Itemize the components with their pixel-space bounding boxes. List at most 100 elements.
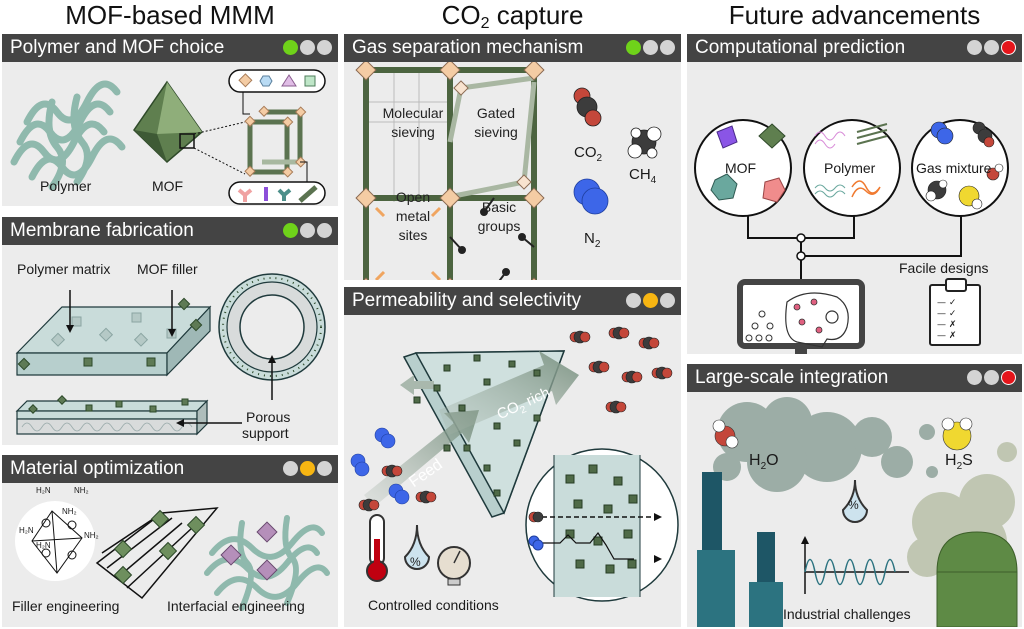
- metal-node-icons: [244, 105, 307, 178]
- status-dot-red: [1001, 40, 1016, 55]
- open-metal-site-arrows: [374, 206, 442, 280]
- n2-label: N2: [584, 230, 601, 250]
- co2-rich-arrow: [439, 351, 579, 435]
- column-title-mof-mmm: MOF-based MMM: [65, 0, 275, 30]
- h2o-label: H2O: [749, 452, 779, 473]
- mechanism-line: sieving: [391, 124, 435, 140]
- column-title-future: Future advancements: [728, 0, 981, 30]
- mechanism-line: Molecular: [382, 105, 444, 121]
- n2-molecule-icon: [573, 178, 609, 215]
- panel-header: Material optimization: [2, 455, 338, 483]
- status-dot-inactive: [660, 40, 675, 55]
- factory-chimneys-icon: [697, 472, 783, 627]
- mof-octahedron-icon: [133, 80, 246, 175]
- node-options-box: [228, 69, 326, 93]
- thermometer-icon: [366, 514, 388, 582]
- status-dot-inactive: [317, 461, 332, 476]
- mof-dodecahedron-icon: [762, 177, 786, 203]
- panel-title: Material optimization: [10, 458, 185, 479]
- pressure-gauge-icon: [437, 546, 471, 586]
- panel-header: Large-scale integration: [687, 364, 1022, 392]
- humidity-percent: %: [410, 555, 421, 569]
- polymer-label: Polymer: [40, 178, 92, 194]
- mof-hexagonal-icon: [710, 173, 738, 201]
- n2-path-arrow: [542, 531, 634, 560]
- panel-title: Permeability and selectivity: [352, 290, 582, 311]
- mof-cube-icon: [716, 125, 738, 149]
- composite-membrane-icon: [15, 399, 209, 436]
- panel-computational-prediction: Computational prediction: [687, 34, 1022, 380]
- status-dot-inactive: [317, 40, 332, 55]
- panel-title: Computational prediction: [695, 37, 906, 58]
- facile-designs-label: Facile designs: [899, 260, 989, 276]
- panel-header: Computational prediction: [687, 34, 1022, 62]
- molecular-sieving-label: Molecular sieving: [374, 104, 452, 142]
- co2-title-rest: capture: [489, 0, 584, 30]
- panel-title: Polymer and MOF choice: [10, 37, 225, 58]
- polymer-orange-icon: [851, 180, 881, 198]
- decision-tree-icon: [745, 310, 774, 342]
- mechanism-line: Basic: [481, 199, 517, 215]
- industrial-challenges-label: Industrial challenges: [783, 606, 911, 622]
- ch4-label: CH4: [629, 166, 657, 186]
- large-scale-illustration: [697, 397, 1018, 627]
- ch4-molecule-icon: [627, 126, 662, 159]
- mof-filler-label: MOF filler: [137, 261, 198, 277]
- polymer-mof-illustration: [10, 69, 326, 205]
- status-dot-inactive: [300, 40, 315, 55]
- square-node-icon: [304, 75, 316, 87]
- computational-prediction-illustration: [694, 119, 1009, 354]
- gated-linkers: [447, 75, 537, 199]
- mechanism-line: Gated: [476, 105, 516, 121]
- smoke-cloud-left: [713, 397, 938, 492]
- panel-header: Permeability and selectivity: [344, 287, 681, 315]
- chem-label: NH₂: [84, 531, 99, 540]
- status-dots: [967, 40, 1016, 55]
- co2-molecules: [358, 326, 673, 512]
- basic-groups-label: Basic groups: [462, 198, 536, 236]
- panel-title: Large-scale integration: [695, 367, 889, 388]
- status-dots: [283, 40, 332, 55]
- column-title-co2-capture: CO2 capture: [340, 0, 685, 32]
- status-dot-inactive: [283, 461, 298, 476]
- h2s-molecule-icon: [941, 417, 973, 451]
- panel-membrane-fabrication: Membrane fabrication: [2, 217, 338, 445]
- chem-label: NH₂: [74, 486, 89, 495]
- gas-molecule-icons: [925, 121, 1004, 210]
- permeability-illustration: [350, 326, 679, 602]
- metal-nodes: [355, 62, 545, 280]
- status-dots: [283, 223, 332, 238]
- rod-linker-icon: [298, 185, 318, 203]
- status-dot-inactive: [660, 293, 675, 308]
- status-dot-inactive: [967, 40, 982, 55]
- chem-label: H₂N: [36, 541, 51, 550]
- mof-label: MOF: [152, 178, 184, 194]
- status-dots: [626, 293, 675, 308]
- status-dots: [283, 461, 332, 476]
- co2-title-main: CO: [441, 0, 481, 30]
- co2-molecule-icon: [573, 87, 602, 127]
- mof-framework-cube-icon: [247, 109, 303, 175]
- fluctuation-graph-icon: [801, 536, 909, 594]
- humidity-drop-icon: [403, 524, 431, 570]
- panel-large-scale-integration: Large-scale integration: [687, 364, 1022, 627]
- panel-header: Gas separation mechanism: [344, 34, 681, 62]
- mechanism-line: sites: [398, 227, 428, 243]
- tritopic-linker-icon: [237, 188, 253, 202]
- humidity-percent: %: [848, 498, 859, 512]
- basic-group-icons: [449, 197, 535, 280]
- status-dot-red: [1001, 370, 1016, 385]
- graphene-sheet-icon: [95, 507, 219, 600]
- porous-label: Porous: [246, 409, 291, 425]
- status-dot-orange: [300, 461, 315, 476]
- status-dot-inactive: [967, 370, 982, 385]
- mof-octahedron-icon: [758, 123, 786, 149]
- clipboard-checklist-icon: — ✓— ✓— ✗— ✗: [929, 278, 981, 346]
- polymer-matrix-label: Polymer matrix: [17, 261, 111, 277]
- panel-title: Gas separation mechanism: [352, 37, 584, 58]
- panel-title: Membrane fabrication: [10, 220, 194, 241]
- panel-gas-separation: Gas separation mechanism: [344, 34, 681, 280]
- gated-sieving-label: Gated sieving: [459, 104, 533, 142]
- mechanism-line: Open: [395, 189, 431, 205]
- status-dot-green: [626, 40, 641, 55]
